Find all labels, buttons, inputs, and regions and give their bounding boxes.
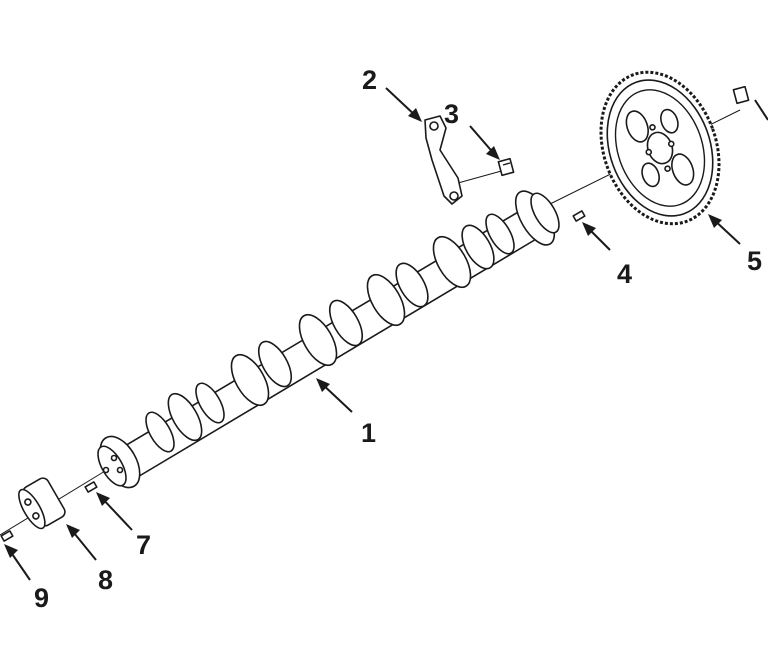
callout-7: 7 <box>136 530 151 560</box>
callout-2: 2 <box>362 65 377 95</box>
dowel-pin <box>572 210 586 222</box>
leader-lines <box>4 87 768 581</box>
callout-4: 4 <box>617 259 632 289</box>
camshaft-rear-journal <box>97 435 141 489</box>
callout-9: 9 <box>34 583 49 613</box>
thrust-plate-bolt <box>497 157 515 177</box>
leader-8 <box>66 524 97 561</box>
leader-2 <box>385 87 422 122</box>
camshaft <box>97 190 560 489</box>
camshaft-lobes <box>145 213 515 453</box>
leader-3 <box>469 125 500 160</box>
rear-pin <box>84 481 98 493</box>
callout-8: 8 <box>98 565 113 595</box>
callout-5: 5 <box>747 246 762 276</box>
callout-1: 1 <box>361 418 376 448</box>
callout-labels: 1 2 3 4 5 7 8 9 <box>34 65 762 613</box>
cam-gear <box>599 70 721 226</box>
leader-5 <box>708 214 741 245</box>
leader-7 <box>96 492 133 531</box>
callout-3: 3 <box>444 99 459 129</box>
cam-gear-bolt <box>732 85 750 105</box>
leader-9 <box>4 544 31 581</box>
thrust-plate <box>424 115 463 205</box>
leader-1 <box>316 378 353 413</box>
leader-6 <box>754 99 768 121</box>
camshaft-front-flange <box>514 190 560 246</box>
leader-4 <box>582 222 611 251</box>
rear-bolt <box>0 530 14 542</box>
rear-hub <box>18 477 66 530</box>
